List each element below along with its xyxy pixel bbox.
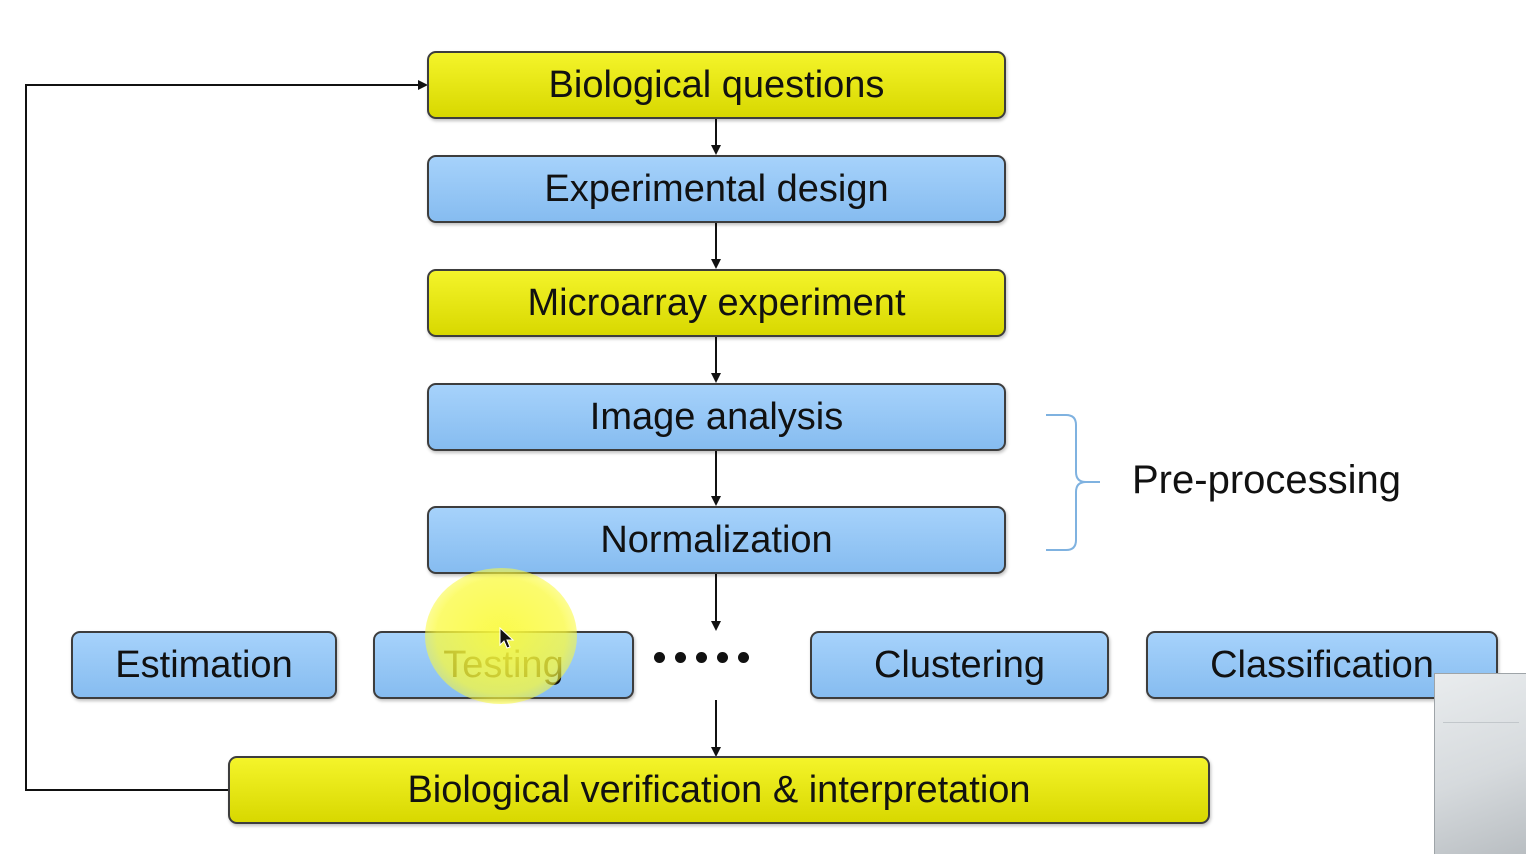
clustering-label: Clustering [873,643,1046,686]
ceiling-panel [1443,682,1519,723]
estimation-label: Estimation [115,643,293,686]
pre-processing-brace [1046,414,1100,551]
ellipsis-dot [738,652,749,663]
ellipsis-dot [696,652,707,663]
mouse-cursor-icon [499,627,515,649]
pre-processing-label: Pre-processing [1132,458,1402,502]
microarray-experiment-box: Microarray experiment [427,269,1006,337]
biological-verification-box: Biological verification & interpretation [228,756,1210,824]
image-analysis-label: Image analysis [589,395,844,438]
biological-questions-label: Biological questions [548,63,885,106]
webcam-overlay [1434,673,1526,854]
biological-verification-label: Biological verification & interpretation [407,768,1031,811]
normalization-box: Normalization [427,506,1006,574]
classification-label: Classification [1210,643,1434,686]
more-methods-ellipsis [654,652,749,663]
estimation-box: Estimation [71,631,337,699]
classification-box: Classification [1146,631,1498,699]
ellipsis-dot [675,652,686,663]
ellipsis-dot [654,652,665,663]
experimental-design-label: Experimental design [544,167,889,210]
biological-questions-box: Biological questions [427,51,1006,119]
experimental-design-box: Experimental design [427,155,1006,223]
normalization-label: Normalization [600,518,833,561]
feedback-loop-arrow [25,80,428,791]
clustering-box: Clustering [810,631,1109,699]
microarray-experiment-label: Microarray experiment [527,281,906,324]
ellipsis-dot [717,652,728,663]
image-analysis-box: Image analysis [427,383,1006,451]
